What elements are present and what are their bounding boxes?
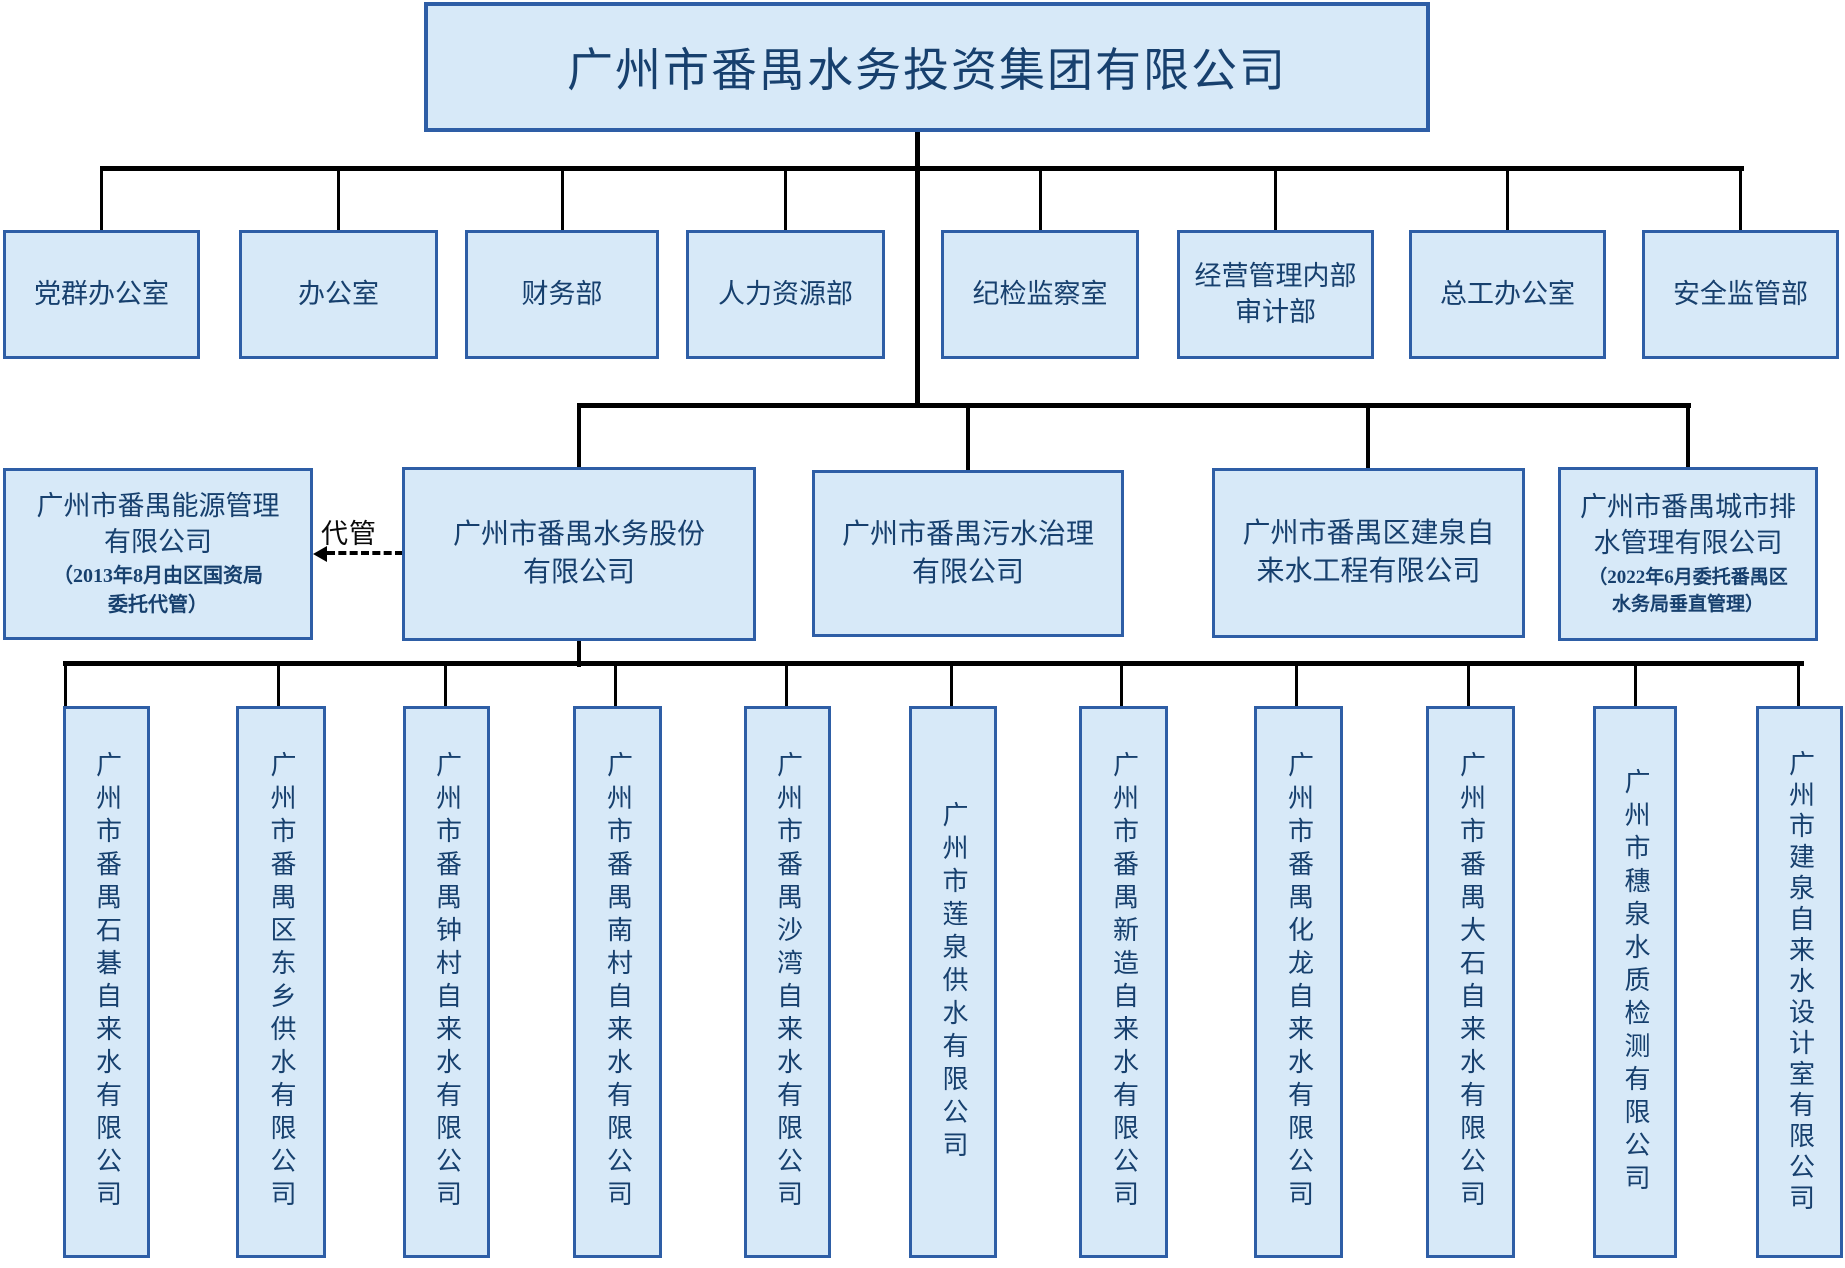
connector-stub-shareco-bottom xyxy=(577,641,581,667)
subsidiary-box-jianquan-eng: 广州市番禺区建泉自 来水工程有限公司 xyxy=(1212,468,1525,638)
connector-drop-branch-11 xyxy=(1797,661,1800,709)
dept-label: 总工办公室 xyxy=(1440,278,1575,309)
subsidiary-note: （2022年6月委托番禺区 水务局垂直管理） xyxy=(1588,566,1788,616)
dept-box-dangqun: 党群办公室 xyxy=(3,230,200,359)
connector-drop-dept-1 xyxy=(100,166,103,233)
connector-drop-sub-3 xyxy=(1366,403,1370,471)
dept-box-zonggong: 总工办公室 xyxy=(1409,230,1606,359)
dept-label: 纪检监察室 xyxy=(972,278,1108,309)
managed-link-dashed-line xyxy=(327,551,403,555)
dept-box-caiwu: 财务部 xyxy=(465,230,659,359)
branch-name: 广州市番禺钟村自来水有限公司 xyxy=(432,751,462,1213)
branch-name: 广州市番禺化龙自来水有限公司 xyxy=(1284,751,1314,1213)
branch-box-shawan: 广州市番禺沙湾自来水有限公司 xyxy=(744,706,831,1258)
branch-box-lianquan: 广州市莲泉供水有限公司 xyxy=(909,706,997,1258)
connector-drop-dept-6 xyxy=(1274,166,1277,233)
dept-box-anquan: 安全监管部 xyxy=(1642,230,1839,359)
connector-drop-branch-1 xyxy=(64,661,67,709)
connector-row3-hline xyxy=(577,403,1691,408)
root-company-name: 广州市番禺水务投资集团有限公司 xyxy=(567,45,1287,96)
subsidiary-name: 广州市番禺污水治理 有限公司 xyxy=(841,518,1094,588)
subsidiary-box-sewage: 广州市番禺污水治理 有限公司 xyxy=(812,470,1124,637)
subsidiary-name: 广州市番禺城市排 水管理有限公司 xyxy=(1580,492,1796,559)
dept-box-jingying-shenji: 经营管理内部 审计部 xyxy=(1177,230,1374,359)
connector-drop-branch-10 xyxy=(1634,661,1637,709)
connector-drop-dept-8 xyxy=(1739,166,1742,233)
connector-drop-branch-3 xyxy=(444,661,447,709)
branch-box-dashi: 广州市番禺大石自来水有限公司 xyxy=(1426,706,1515,1258)
connector-drop-dept-4 xyxy=(784,166,787,233)
dept-box-renli: 人力资源部 xyxy=(686,230,885,359)
subsidiary-box-energy: 广州市番禺能源管理 有限公司 （2013年8月由区国资局 委托代管） xyxy=(3,468,313,640)
connector-drop-branch-4 xyxy=(614,661,617,709)
branch-box-suiquan: 广州市穗泉水质检测有限公司 xyxy=(1593,706,1677,1258)
connector-drop-branch-9 xyxy=(1467,661,1470,709)
branch-box-dongxiang: 广州市番禺区东乡供水有限公司 xyxy=(236,706,326,1258)
subsidiary-name: 广州市番禺区建泉自 来水工程有限公司 xyxy=(1242,518,1495,587)
branch-box-zhongcun: 广州市番禺钟村自来水有限公司 xyxy=(403,706,490,1258)
subsidiary-box-water-share: 广州市番禺水务股份 有限公司 xyxy=(402,467,756,641)
dept-box-jijian: 纪检监察室 xyxy=(941,230,1139,359)
connector-trunk-root xyxy=(915,132,920,408)
branch-name: 广州市番禺区东乡供水有限公司 xyxy=(267,751,296,1213)
branch-name: 广州市莲泉供水有限公司 xyxy=(939,800,968,1164)
connector-drop-dept-2 xyxy=(337,166,340,233)
connector-drop-branch-2 xyxy=(277,661,280,709)
subsidiary-name: 广州市番禺水务股份 有限公司 xyxy=(452,519,705,588)
connector-drop-branch-8 xyxy=(1295,661,1298,709)
connector-drop-dept-7 xyxy=(1506,166,1509,233)
branch-name: 广州市番禺南村自来水有限公司 xyxy=(603,751,633,1213)
connector-drop-dept-5 xyxy=(1039,166,1042,233)
branch-box-hualong: 广州市番禺化龙自来水有限公司 xyxy=(1254,706,1343,1258)
branch-box-jianquan-design: 广州市建泉自来水设计室有限公司 xyxy=(1756,706,1843,1258)
branch-name: 广州市建泉自来水设计室有限公司 xyxy=(1785,749,1815,1215)
subsidiary-name: 广州市番禺能源管理 有限公司 xyxy=(36,490,280,557)
branch-name: 广州市番禺石碁自来水有限公司 xyxy=(92,751,122,1213)
subsidiary-box-drainage: 广州市番禺城市排 水管理有限公司 （2022年6月委托番禺区 水务局垂直管理） xyxy=(1558,467,1818,641)
branch-name: 广州市番禺新造自来水有限公司 xyxy=(1109,751,1139,1213)
connector-row4-hline xyxy=(63,661,1804,666)
subsidiary-note: （2013年8月由区国资局 委托代管） xyxy=(53,565,263,617)
branch-name: 广州市番禺沙湾自来水有限公司 xyxy=(773,751,803,1213)
connector-drop-branch-6 xyxy=(950,661,953,709)
connector-drop-dept-3 xyxy=(561,166,564,233)
root-company-box: 广州市番禺水务投资集团有限公司 xyxy=(424,2,1430,132)
managed-link-label: 代管 xyxy=(321,519,377,549)
branch-box-shiqi: 广州市番禺石碁自来水有限公司 xyxy=(63,706,150,1258)
dept-label: 安全监管部 xyxy=(1673,278,1808,309)
branch-name: 广州市穗泉水质检测有限公司 xyxy=(1621,767,1650,1197)
connector-drop-branch-5 xyxy=(785,661,788,709)
dept-box-bangongshi: 办公室 xyxy=(239,230,438,359)
connector-drop-sub-2 xyxy=(966,403,970,471)
connector-drop-sub-4 xyxy=(1686,403,1690,471)
branch-name: 广州市番禺大石自来水有限公司 xyxy=(1456,751,1486,1213)
branch-box-nancun: 广州市番禺南村自来水有限公司 xyxy=(573,706,662,1258)
connector-drop-branch-7 xyxy=(1120,661,1123,709)
dept-label: 人力资源部 xyxy=(718,278,853,309)
managed-link-arrowhead-icon xyxy=(313,546,327,562)
dept-label: 办公室 xyxy=(298,278,379,309)
connector-drop-sub-1 xyxy=(577,403,581,471)
branch-box-xinzao: 广州市番禺新造自来水有限公司 xyxy=(1079,706,1168,1258)
dept-label: 财务部 xyxy=(521,278,603,309)
connector-row2-hline xyxy=(100,166,1744,171)
dept-label: 经营管理内部 审计部 xyxy=(1194,261,1357,327)
dept-label: 党群办公室 xyxy=(34,278,169,309)
